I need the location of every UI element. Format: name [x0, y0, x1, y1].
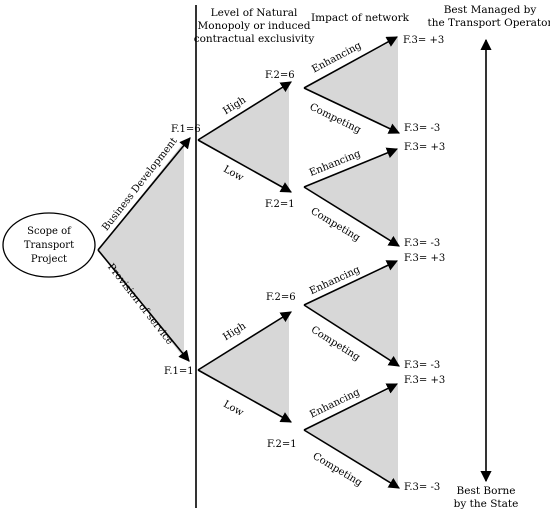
label-low-bottom: Low: [221, 399, 245, 419]
footer-best-borne-line2: by the State: [454, 498, 519, 510]
footer-best-borne-line1: Best Borne: [457, 485, 516, 497]
label-low-top: Low: [221, 164, 245, 184]
scope-label-line2: Transport: [24, 240, 74, 251]
label-high-bottom: High: [221, 320, 248, 343]
factor-f3-2: F.3= -3: [404, 123, 440, 134]
scope-label-line1: Scope of: [27, 226, 72, 237]
factor-f1-high: F.1=6: [171, 124, 201, 135]
header-best-managed-line1: Best Managed by: [444, 4, 537, 16]
arrow-business-development: [97, 137, 191, 251]
factor-f2-low-bottom: F.2=1: [267, 439, 297, 450]
arrow-competing-3: [303, 304, 400, 367]
header-level-line2: Monopoly or induced: [198, 20, 311, 32]
arrow-high-top: [197, 81, 292, 141]
scope-ellipse: [2, 212, 96, 278]
arrow-competing-2: [303, 186, 400, 247]
shaded-triangle-level2-bottom: [198, 313, 289, 420]
factor-f3-4: F.3= -3: [404, 238, 440, 249]
factor-f2-low-top: F.2=1: [265, 199, 295, 210]
arrow-low-top: [197, 139, 292, 193]
factor-f2-high-top: F.2=6: [265, 70, 295, 81]
factor-f3-7: F.3= +3: [404, 375, 445, 386]
arrow-low-bottom: [197, 369, 292, 423]
scope-label-line3: Project: [31, 254, 67, 265]
shaded-triangle-level3-1: [304, 38, 398, 133]
header-level-line1: Level of Natural: [211, 7, 298, 19]
arrow-high-bottom: [197, 311, 292, 371]
header-impact: Impact of network: [311, 12, 410, 24]
header-best-managed-line2: the Transport Operator: [428, 17, 550, 29]
arrow-enhancing-1: [303, 36, 398, 89]
shaded-triangle-level1: [98, 142, 184, 358]
factor-f3-3: F.3= +3: [404, 142, 445, 153]
arrow-provision-of-service: [97, 249, 190, 362]
factor-f3-6: F.3= -3: [404, 360, 440, 371]
shaded-triangle-level3-2: [304, 150, 398, 245]
factor-f1-low: F.1=1: [164, 366, 194, 377]
factor-f3-1: F.3= +3: [403, 35, 444, 46]
header-level-line3: contractual exclusivity: [194, 33, 315, 45]
shaded-triangle-level3-4: [304, 385, 398, 487]
arrow-enhancing-4: [303, 383, 399, 431]
factor-f3-8: F.3= -3: [404, 482, 440, 493]
arrow-enhancing-3: [303, 260, 399, 306]
shaded-triangle-level3-3: [304, 262, 398, 365]
arrow-competing-1: [303, 87, 401, 134]
factor-f3-5: F.3= +3: [404, 253, 445, 264]
shaded-triangle-level2-top: [198, 83, 289, 190]
arrow-competing-4: [303, 429, 400, 489]
factor-f2-high-bottom: F.2=6: [266, 292, 296, 303]
arrow-enhancing-2: [303, 147, 399, 188]
